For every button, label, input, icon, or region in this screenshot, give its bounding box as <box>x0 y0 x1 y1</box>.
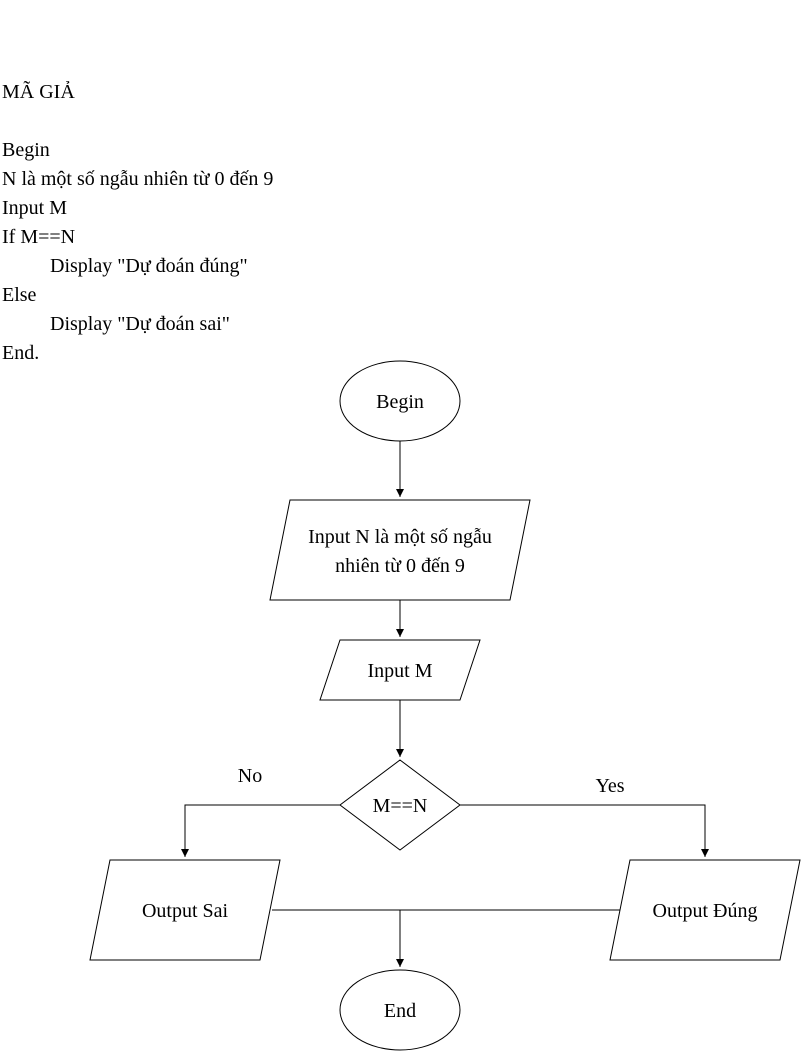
pseudocode-line: If M==N <box>2 226 76 248</box>
output-dung-label: Output Đúng <box>653 900 758 922</box>
pseudocode-lines: Begin N là một số ngẫu nhiên từ 0 đến 9 In… <box>2 136 273 368</box>
input-n-label-line1: Input N là một số ngẫu <box>308 526 492 548</box>
arrow-yes-branch <box>460 804 709 857</box>
pseudocode-title: MÃ GIẢ <box>2 81 75 103</box>
input-n-label-line2: nhiên từ 0 đến 9 <box>335 555 465 577</box>
input-m-label: Input M <box>368 660 433 682</box>
no-label: No <box>238 765 262 787</box>
pseudocode-line: Else <box>2 284 37 306</box>
pseudocode-line: End. <box>2 342 40 364</box>
end-label: End <box>384 1000 416 1022</box>
pseudocode-line: Display "Dự đoán đúng" <box>50 255 248 277</box>
decision-label: M==N <box>373 795 428 817</box>
input-m-shape: Input M <box>319 639 481 701</box>
pseudocode-line: Begin <box>2 139 50 161</box>
begin-terminator: Begin <box>339 360 461 442</box>
pseudocode-line: N là một số ngẫu nhiên từ 0 đến 9 <box>2 168 274 190</box>
output-sai-label: Output Sai <box>142 900 229 922</box>
yes-label: Yes <box>595 775 624 797</box>
end-terminator: End <box>339 969 461 1051</box>
begin-label: Begin <box>376 391 424 413</box>
pseudocode-block: MÃ GIẢ Begin N là một số ngẫu nhiên từ 0 … <box>2 78 273 368</box>
output-sai-shape: Output Sai <box>89 859 281 961</box>
input-n-shape: Input N là một số ngẫu nhiên từ 0 đến 9 <box>269 499 531 601</box>
pseudocode-line: Display "Dự đoán sai" <box>50 313 230 335</box>
arrow-no-branch <box>181 804 340 857</box>
pseudocode-line: Input M <box>2 197 67 219</box>
decision-diamond: M==N <box>339 759 461 851</box>
output-dung-shape: Output Đúng <box>609 859 801 961</box>
